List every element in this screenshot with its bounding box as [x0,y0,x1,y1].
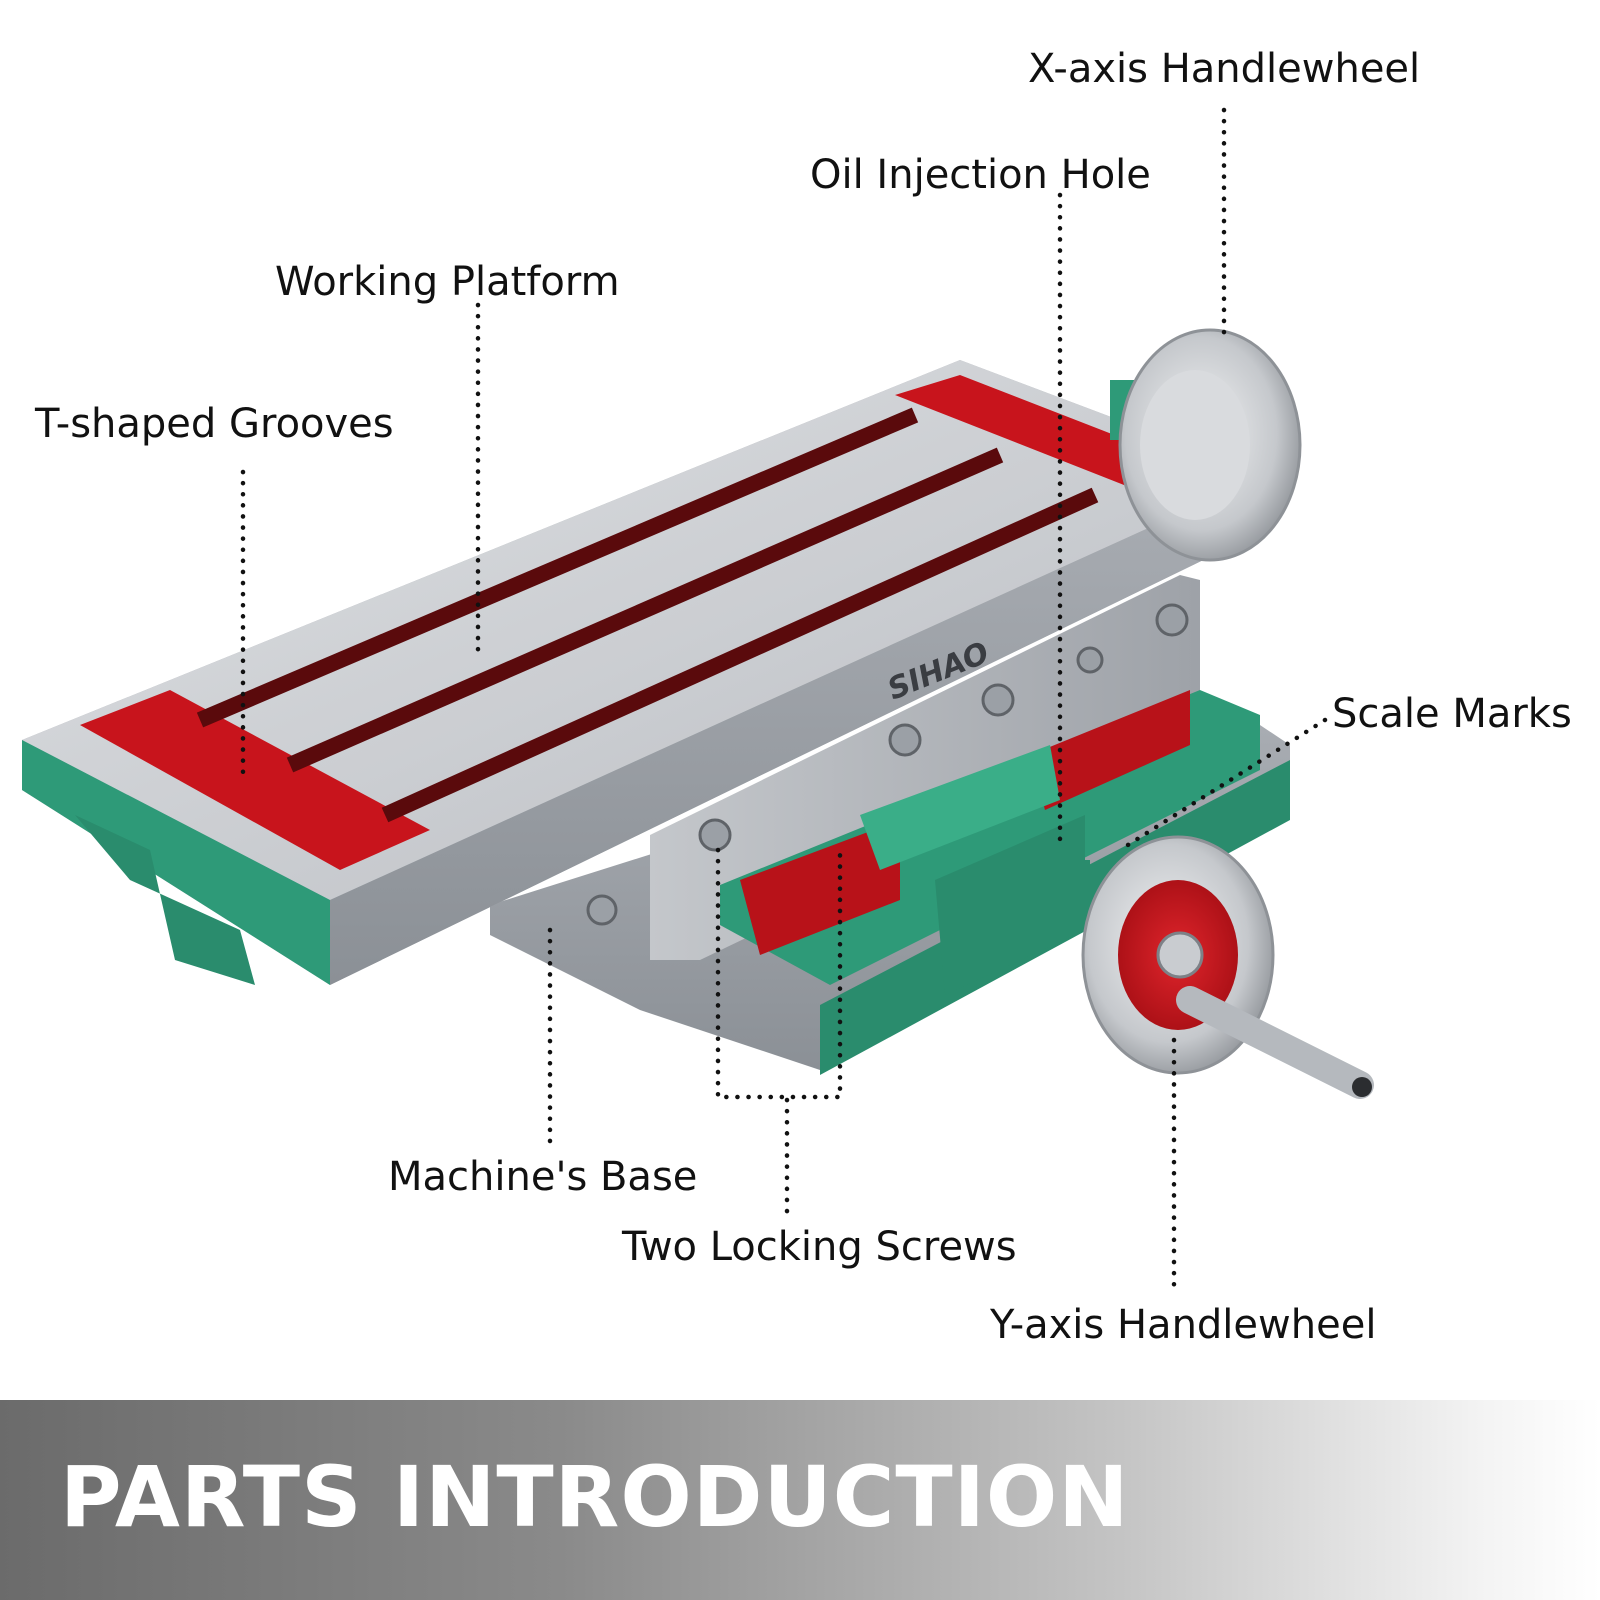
label-working-platform: Working Platform [275,259,620,305]
label-y-axis-handwheel: Y-axis Handlewheel [989,1302,1376,1348]
leader-lines [240,107,1328,1298]
label-oil-injection-hole: Oil Injection Hole [810,152,1151,198]
label-two-locking-screws: Two Locking Screws [621,1224,1017,1270]
title-banner [0,1400,1600,1600]
callout-labels: X-axis Handlewheel Oil Injection Hole Wo… [34,46,1572,1348]
leader-two-locking-screws [715,847,843,1223]
leader-scale-marks [1117,717,1328,853]
label-x-axis-handwheel: X-axis Handlewheel [1028,46,1420,92]
x-axis-handwheel-shape [1110,328,1302,562]
label-t-shaped-grooves: T-shaped Grooves [34,401,394,447]
label-machines-base: Machine's Base [388,1154,697,1200]
bolts [586,603,1189,926]
y-axis-handwheel-shape [1030,835,1374,1099]
label-scale-marks: Scale Marks [1332,691,1572,737]
carriage [720,690,1260,995]
banner-title: PARTS INTRODUCTION [60,1448,1130,1546]
